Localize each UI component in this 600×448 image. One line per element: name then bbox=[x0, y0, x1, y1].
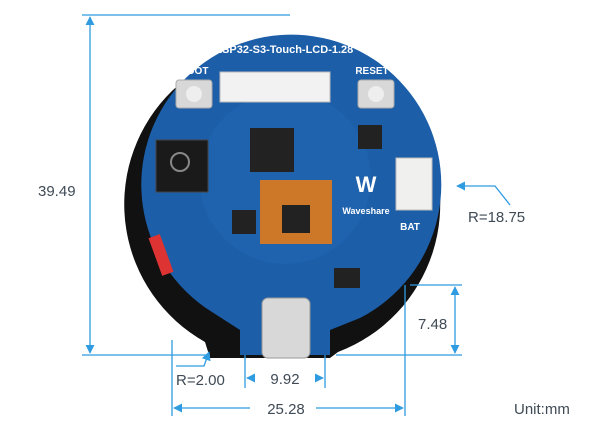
lcd-connector bbox=[219, 71, 331, 103]
imu-chip bbox=[358, 125, 382, 149]
unit-label: Unit:mm bbox=[514, 401, 570, 418]
pmic-chip bbox=[232, 210, 256, 234]
battery-connector bbox=[395, 157, 433, 211]
reset-label: RESET bbox=[355, 66, 388, 77]
boot-label: BOOT bbox=[180, 66, 209, 77]
usb-width-dimension: 9.92 bbox=[270, 371, 299, 388]
large-radius-dimension: R=18.75 bbox=[468, 209, 525, 226]
board-title: ESP32-S3-Touch-LCD-1.28 bbox=[215, 44, 354, 56]
small-radius-dimension: R=2.00 bbox=[176, 372, 225, 389]
brand-label: Waveshare bbox=[342, 206, 389, 216]
height-dimension: 39.49 bbox=[38, 183, 76, 200]
usb-c-port[interactable] bbox=[261, 297, 311, 359]
bat-label: BAT bbox=[400, 222, 420, 233]
esp32-chip bbox=[155, 139, 209, 193]
bottom-height-dimension: 7.48 bbox=[418, 316, 447, 333]
bottom-width-dimension: 25.28 bbox=[267, 401, 305, 418]
dimension-lines bbox=[82, 14, 511, 416]
pcb-board: ESP32-S3-Touch-LCD-1.28 BOOT RESET W Wav… bbox=[124, 34, 442, 359]
flash-chip bbox=[250, 128, 294, 172]
waveshare-logo: W bbox=[356, 172, 377, 197]
